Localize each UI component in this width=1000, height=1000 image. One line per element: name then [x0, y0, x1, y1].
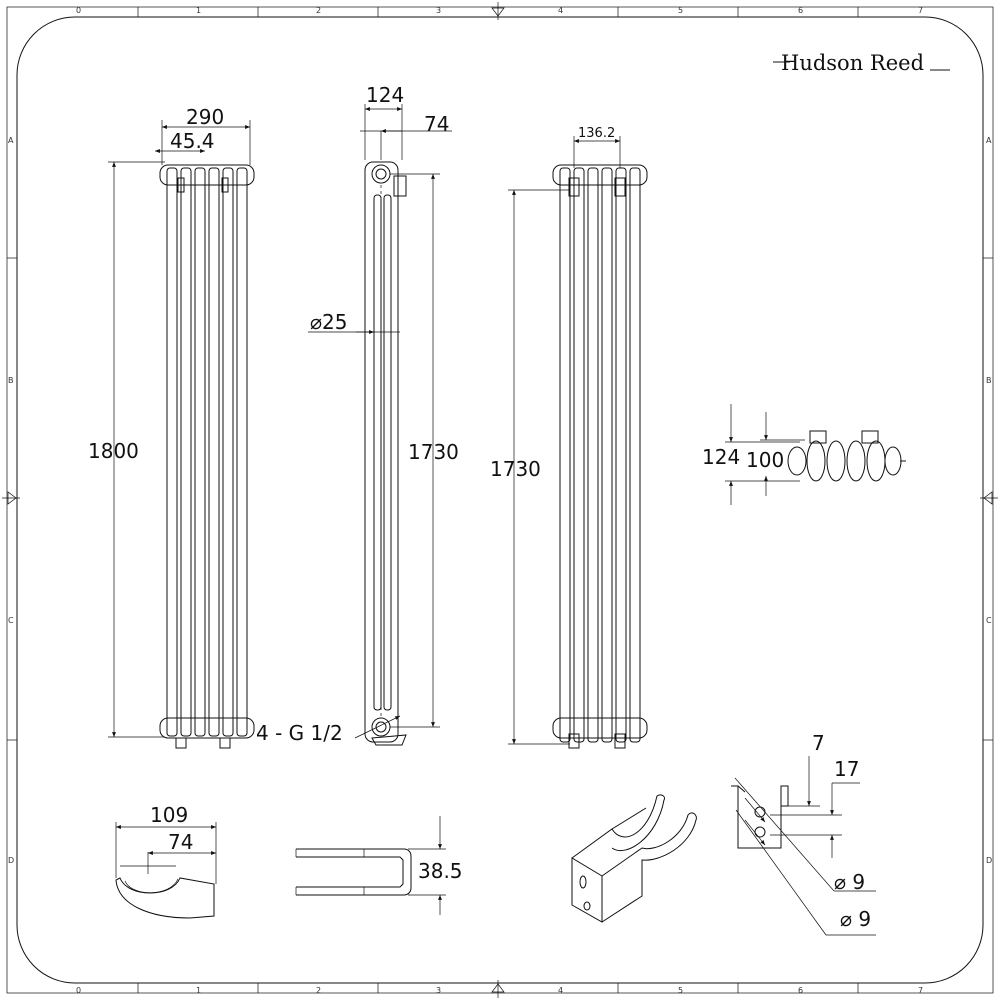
- side-view: 124 74 ⌀25 1730 4 - G 1/2: [256, 83, 459, 746]
- row-ref-d-left: D: [8, 856, 14, 865]
- top-view: 124 100: [702, 404, 906, 505]
- dim-bracket-height: 38.5: [418, 859, 463, 883]
- col-ref-4-bottom: 4: [558, 986, 563, 995]
- dim-offset: 74: [424, 112, 449, 136]
- front-view: 290 45.4 1800: [88, 105, 255, 749]
- side-profile: [364, 161, 407, 746]
- col-ref-2-top: 2: [316, 6, 321, 15]
- dim-column-depth: 100: [746, 448, 784, 472]
- dim-centres-side: 1730: [408, 440, 459, 464]
- dim-hole-2: ⌀ 9: [840, 907, 871, 931]
- dim-centres-back: 1730: [490, 457, 541, 481]
- brand-name: Hudson Reed: [781, 51, 924, 75]
- dim-detail-7: 7: [812, 731, 825, 755]
- col-ref-6-bottom: 6: [798, 986, 803, 995]
- row-ref-c-right: C: [986, 616, 992, 625]
- dim-pitch: 45.4: [170, 129, 215, 153]
- bracket-side-view: 38.5: [295, 816, 463, 915]
- centre-marker-right: [980, 491, 998, 505]
- radiator-columns: [159, 164, 255, 749]
- dim-bracket-width: 109: [150, 803, 188, 827]
- col-ref-6-top: 6: [798, 6, 803, 15]
- back-columns: [552, 164, 648, 749]
- bracket-isometric-view: [571, 794, 697, 923]
- centre-marker-top: [491, 2, 505, 20]
- dim-hole-1: ⌀ 9: [834, 870, 865, 894]
- col-ref-3-bottom: 3: [436, 986, 441, 995]
- row-ref-a-left: A: [8, 136, 14, 145]
- col-ref-5-top: 5: [678, 6, 683, 15]
- top-profile: [787, 430, 906, 482]
- back-view: 136.2 1730: [490, 126, 648, 749]
- dim-bracket-offset: 74: [168, 830, 193, 854]
- brand-logo: Hudson Reed: [773, 51, 950, 75]
- dim-pipe-diameter: ⌀25: [310, 310, 348, 334]
- bracket-front-view: 109 74: [115, 803, 217, 919]
- connection-spec: 4 - G 1/2: [256, 721, 343, 745]
- dim-width: 290: [186, 105, 224, 129]
- col-ref-4-top: 4: [558, 6, 563, 15]
- col-ref-1-top: 1: [196, 6, 201, 15]
- row-ref-b-left: B: [8, 376, 14, 385]
- row-ref-b-right: B: [986, 376, 992, 385]
- dim-depth: 124: [366, 83, 404, 107]
- centre-marker-left: [2, 491, 20, 505]
- centre-marker-bottom: [491, 980, 505, 998]
- dim-bracket-spacing: 136.2: [578, 126, 615, 141]
- col-ref-5-bottom: 5: [678, 986, 683, 995]
- col-ref-0-bottom: 0: [76, 986, 81, 995]
- col-ref-0-top: 0: [76, 6, 81, 15]
- dim-top-depth: 124: [702, 445, 740, 469]
- dim-detail-17: 17: [834, 757, 859, 781]
- col-ref-7-bottom: 7: [918, 986, 923, 995]
- row-ref-c-left: C: [8, 616, 14, 625]
- col-ref-2-bottom: 2: [316, 986, 321, 995]
- col-ref-1-bottom: 1: [196, 986, 201, 995]
- row-ref-d-right: D: [986, 856, 992, 865]
- col-ref-7-top: 7: [918, 6, 923, 15]
- row-ref-a-right: A: [986, 136, 992, 145]
- dim-height: 1800: [88, 439, 139, 463]
- bracket-detail-view: 7 17 ⌀ 9 ⌀ 9: [731, 731, 876, 936]
- col-ref-3-top: 3: [436, 6, 441, 15]
